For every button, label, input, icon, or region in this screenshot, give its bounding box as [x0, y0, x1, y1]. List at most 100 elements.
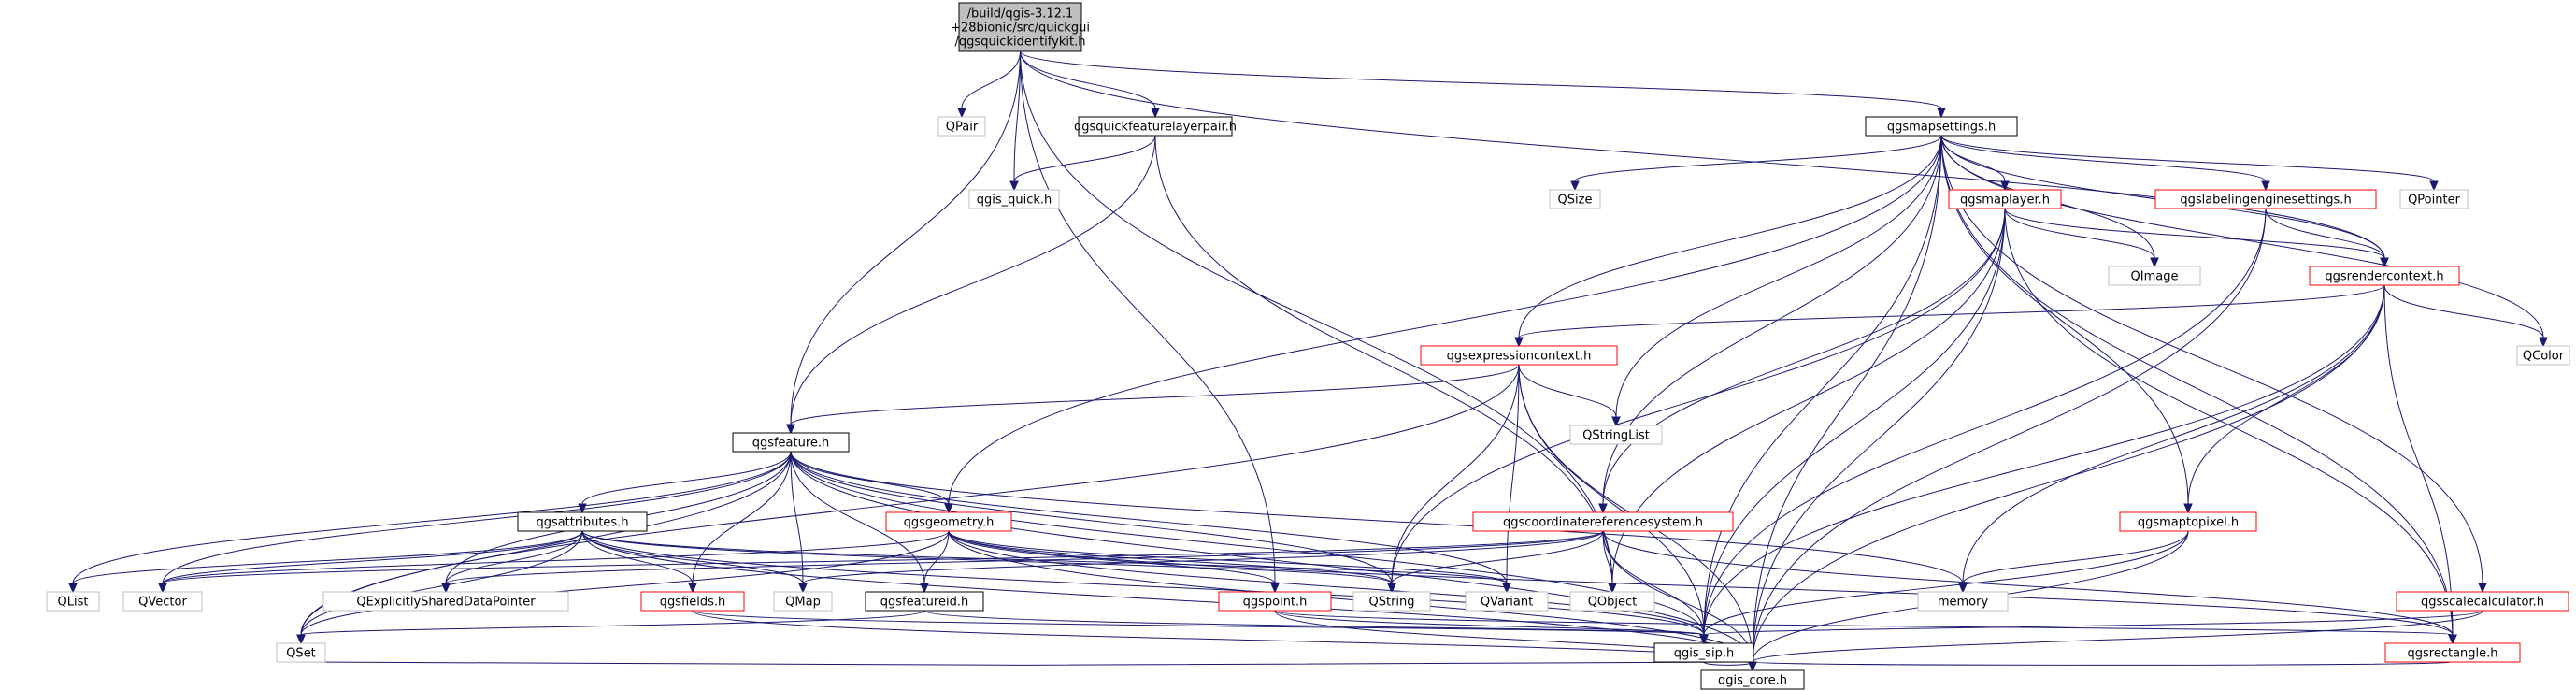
- node-qgsexpressioncontext[interactable]: qgsexpressioncontext.h: [1420, 345, 1618, 366]
- edge-qgslabelingenginesettings-to-qgsrendercontext: [2265, 208, 2385, 259]
- edge-qgsexpressioncontext-to-qstring: [1391, 364, 1520, 584]
- node-box-qgsmaptopixel: [2119, 511, 2257, 532]
- node-box-qgspoint: [1218, 591, 1332, 612]
- edges-layer: [68, 50, 2548, 672]
- node-box-qstring: [1352, 591, 1431, 612]
- node-memory: memory: [1917, 591, 2009, 612]
- node-label-qmap: QMap: [785, 596, 821, 610]
- node-box-qmap: [773, 591, 833, 612]
- node-qcolor: QColor: [2516, 345, 2570, 366]
- node-qstring: QString: [1352, 591, 1431, 612]
- edge-qgsfeature-to-qgsattributes: [581, 451, 792, 505]
- node-qgsrectangle[interactable]: qgsrectangle.h: [2384, 642, 2521, 663]
- edge-qgsquickfeaturelayerpair-to-qobject: [1154, 135, 1613, 584]
- node-label-qgsfields: qgsfields.h: [660, 596, 725, 610]
- node-label-root: /build/qgis-3.12.1: [967, 7, 1074, 22]
- node-label-qgscoordinatereferencesystem: qgscoordinatereferencesystem.h: [1503, 516, 1703, 530]
- edge-qgsmapsettings-to-qstringlist: [1615, 135, 1942, 418]
- arrowhead-qgscoordinatereferencesystem-to-qobject: [1608, 583, 1617, 594]
- edge-qgscoordinatereferencesystem-to-qvector: [162, 530, 1604, 584]
- edge-qgsmapsettings-to-qgsrectangle: [1940, 135, 2454, 636]
- node-qgsscalecalculator[interactable]: qgsscalecalculator.h: [2396, 591, 2569, 612]
- edge-qgsmaptopixel-to-memory: [1962, 530, 2189, 584]
- node-box-qvariant: [1465, 591, 1549, 612]
- node-qpointer: QPointer: [2399, 189, 2469, 209]
- edge-qgsfeature-to-qgis_core: [790, 451, 1753, 663]
- arrowhead-qgscoordinatereferencesystem-to-qstring: [1387, 583, 1396, 594]
- node-box-qgsfields: [640, 591, 745, 612]
- edge-qgsrendercontext-to-qgsrectangle: [2383, 284, 2454, 636]
- nodes-layer: /build/qgis-3.12.1+28bionic/src/quickgui…: [46, 2, 2570, 690]
- edge-qgsgeometry-to-qstring: [948, 530, 1393, 584]
- arrowhead-qgspoint-to-qgis_sip: [1699, 634, 1709, 645]
- node-box-qgsexpressioncontext: [1420, 345, 1618, 366]
- node-qmap: QMap: [773, 591, 833, 612]
- node-qgis_core[interactable]: qgis_core.h: [1700, 669, 1805, 690]
- node-label-memory: memory: [1938, 596, 1989, 610]
- node-qgsgeometry[interactable]: qgsgeometry.h: [885, 511, 1012, 532]
- edge-qgsgeometry-to-qgis_sip: [948, 530, 1705, 636]
- edge-qgsexpressioncontext-to-qgsfeature: [790, 364, 1520, 425]
- node-qgis_quick: qgis_quick.h: [968, 189, 1060, 209]
- node-qvariant: QVariant: [1465, 591, 1549, 612]
- edge-qgslabelingenginesettings-to-qgis_sip: [1703, 208, 2267, 636]
- node-label-root: /qgsquickidentifykit.h: [955, 36, 1086, 50]
- node-qgsrendercontext[interactable]: qgsrendercontext.h: [2309, 266, 2460, 286]
- node-qgsattributes[interactable]: qgsattributes.h: [517, 511, 648, 532]
- arrowhead-qgsrendercontext-to-qgsexpressioncontext: [1514, 337, 1524, 348]
- edge-qgsattributes-to-qstring: [581, 530, 1393, 584]
- edge-qgsgeometry-to-qgsfeatureid: [923, 530, 950, 584]
- edge-qgsmapsettings-to-qgis_core: [1752, 135, 1942, 663]
- node-qstringlist: QStringList: [1569, 425, 1663, 445]
- arrowhead-root-to-qgsquickfeaturelayerpair: [1151, 108, 1160, 119]
- edge-root-to-qgsmapsettings: [1020, 50, 1942, 109]
- node-box-qgslabelingenginesettings: [2154, 189, 2377, 209]
- node-box-qgsquickfeaturelayerpair: [1078, 116, 1233, 137]
- node-box-memory: [1917, 591, 2009, 612]
- edge-qgsfeature-to-qvariant: [790, 451, 1508, 584]
- node-qgsfields[interactable]: qgsfields.h: [640, 591, 745, 612]
- node-label-qstring: QString: [1368, 596, 1414, 610]
- arrowhead-qgslabelingenginesettings-to-qgsrendercontext: [2380, 257, 2389, 268]
- node-qgsfeatureid[interactable]: qgsfeatureid.h: [865, 591, 984, 612]
- node-qgsmaptopixel[interactable]: qgsmaptopixel.h: [2119, 511, 2257, 532]
- node-qgsmapsettings[interactable]: qgsmapsettings.h: [1865, 116, 2018, 137]
- arrowhead-qgsmapsettings-to-qpointer: [2429, 180, 2439, 192]
- node-qgscoordinatereferencesystem[interactable]: qgscoordinatereferencesystem.h: [1472, 511, 1734, 532]
- edge-qgscoordinatereferencesystem-to-qgsrectangle: [1602, 530, 2454, 636]
- node-label-qobject: QObject: [1588, 596, 1638, 610]
- edge-qgsrendercontext-to-qcolor: [2383, 284, 2544, 338]
- edge-qgsattributes-to-qvariant: [581, 530, 1508, 584]
- node-label-qgis_quick: qgis_quick.h: [977, 194, 1052, 208]
- edge-qgsfeature-to-qgsgeometry: [790, 451, 950, 505]
- arrowhead-qgscoordinatereferencesystem-to-qvector: [158, 583, 167, 594]
- arrowhead-qgsmapsettings-to-qsize: [1570, 180, 1580, 192]
- node-qgslabelingenginesettings[interactable]: qgslabelingenginesettings.h: [2154, 189, 2377, 209]
- node-box-qgis_sip: [1653, 642, 1754, 663]
- node-label-qvector: QVector: [138, 596, 187, 610]
- node-box-qgsrectangle: [2384, 642, 2521, 663]
- node-qgsmaplayer[interactable]: qgsmaplayer.h: [1948, 189, 2062, 209]
- edge-qgsquickfeaturelayerpair-to-qgsfeature: [790, 135, 1156, 425]
- edge-qgsfields-to-qgis_core: [692, 610, 1753, 663]
- node-qgis_sip[interactable]: qgis_sip.h: [1653, 642, 1754, 663]
- node-root[interactable]: /build/qgis-3.12.1+28bionic/src/quickgui…: [951, 2, 1090, 52]
- edge-qgsattributes-to-qgsfields: [581, 530, 694, 584]
- edge-qgsgeometry-to-qset: [300, 530, 950, 636]
- edge-qgsscalecalculator-to-qgis_sip: [1703, 610, 2483, 636]
- node-qgsquickfeaturelayerpair[interactable]: qgsquickfeaturelayerpair.h: [1074, 116, 1237, 137]
- node-box-qgsattributes: [517, 511, 648, 532]
- arrowhead-qset-to-qgis_core: [1748, 661, 1757, 672]
- edge-qgsfields-to-qgis_sip: [692, 610, 1705, 636]
- edge-qgsexpressioncontext-to-qstringlist: [1518, 364, 1617, 418]
- edge-qgsmapsettings-to-qgsexpressioncontext: [1518, 135, 1942, 338]
- node-label-qstringlist: QStringList: [1582, 429, 1650, 443]
- edge-qgsmaplayer-to-qstring: [1391, 208, 2006, 584]
- arrowhead-root-to-qgsmapsettings: [1937, 108, 1946, 119]
- node-qgspoint[interactable]: qgspoint.h: [1218, 591, 1332, 612]
- node-label-qgsmaptopixel: qgsmaptopixel.h: [2138, 516, 2239, 530]
- node-qgsfeature[interactable]: qgsfeature.h: [732, 432, 850, 453]
- edge-qgsmapsettings-to-qgis_sip: [1703, 135, 1942, 636]
- node-box-qgsfeatureid: [865, 591, 984, 612]
